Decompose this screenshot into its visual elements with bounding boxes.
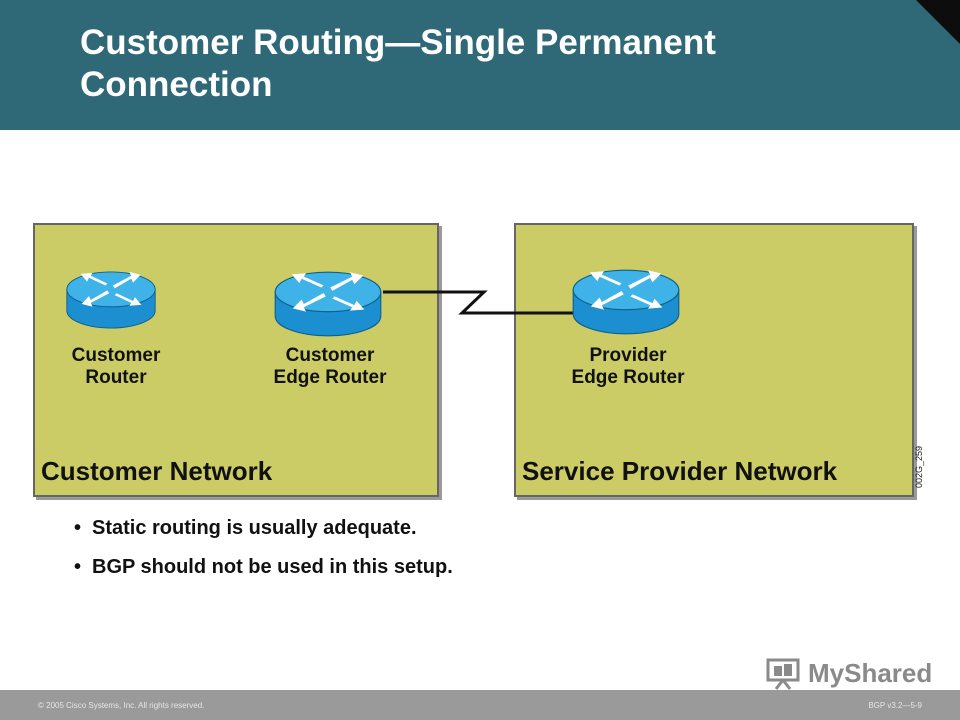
watermark-text: MyShared bbox=[808, 658, 933, 688]
serial-link-line bbox=[383, 290, 575, 315]
bullet-dot: • bbox=[74, 556, 82, 578]
bullet-text: Static routing is usually adequate. bbox=[92, 517, 417, 539]
bullet-item: • Static routing is usually adequate. bbox=[74, 517, 453, 540]
footer-slide-ref: BGP v3.2—5-9 bbox=[868, 701, 922, 710]
service-provider-network-box: Service Provider Network bbox=[514, 223, 914, 497]
bullet-dot: • bbox=[74, 517, 82, 539]
footer-copyright: © 2005 Cisco Systems, Inc. All rights re… bbox=[38, 701, 205, 710]
router-graphic bbox=[274, 271, 382, 337]
bullet-item: • BGP should not be used in this setup. bbox=[74, 556, 453, 579]
bullet-list: • Static routing is usually adequate. • … bbox=[74, 517, 453, 595]
footer-bar: © 2005 Cisco Systems, Inc. All rights re… bbox=[0, 690, 960, 720]
presentation-icon bbox=[766, 658, 800, 690]
provider-edge-router-icon bbox=[571, 268, 681, 336]
customer-router-icon bbox=[65, 270, 157, 330]
customer-edge-router-icon bbox=[273, 270, 383, 338]
router-graphic bbox=[66, 271, 156, 329]
corner-decoration bbox=[916, 0, 960, 44]
service-provider-network-label: Service Provider Network bbox=[522, 456, 838, 486]
title-bar: Customer Routing—Single Permanent Connec… bbox=[0, 0, 960, 130]
figure-id: 002G_259 bbox=[914, 445, 924, 488]
customer-edge-router-label: Customer Edge Router bbox=[273, 345, 387, 388]
customer-network-box: Customer Network bbox=[33, 223, 439, 497]
provider-edge-router-label: Provider Edge Router bbox=[571, 345, 685, 388]
customer-router-label: Customer Router bbox=[71, 345, 161, 388]
bullet-text: BGP should not be used in this setup. bbox=[92, 556, 453, 578]
watermark-logo: MyShared bbox=[766, 656, 936, 690]
router-graphic bbox=[572, 269, 680, 335]
customer-network-label: Customer Network bbox=[41, 456, 273, 486]
slide-title: Customer Routing—Single Permanent Connec… bbox=[80, 23, 716, 104]
